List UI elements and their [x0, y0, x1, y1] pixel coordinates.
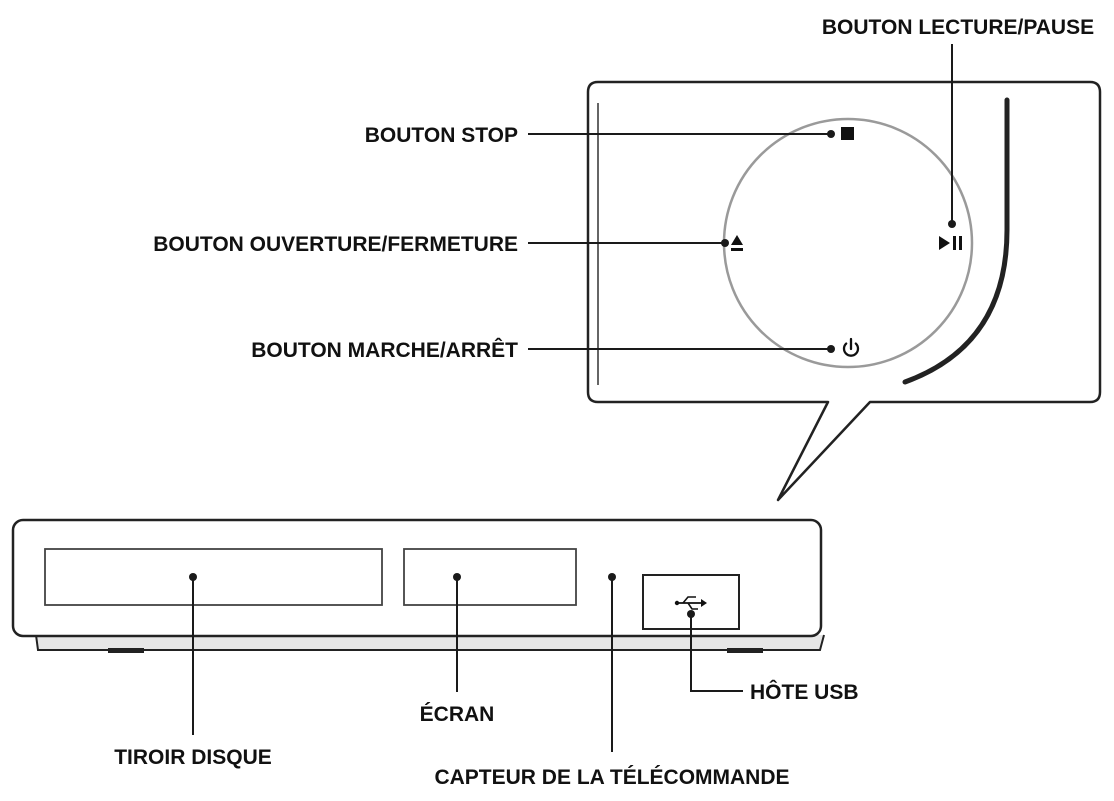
usb-host-label: HÔTE USB: [750, 680, 859, 704]
player-body: [11, 518, 825, 653]
stop-button-label: BOUTON STOP: [365, 124, 518, 147]
callout-bubble: [586, 80, 1102, 502]
power-icon[interactable]: [842, 337, 860, 357]
screen-label: ÉCRAN: [420, 703, 495, 726]
usb-icon: [674, 596, 707, 610]
disc-tray-label: TIROIR DISQUE: [114, 746, 272, 769]
play-pause-icon[interactable]: [939, 236, 962, 250]
play-pause-button-label: BOUTON LECTURE/PAUSE: [822, 16, 1094, 39]
remote-sensor-label: CAPTEUR DE LA TÉLÉCOMMANDE: [434, 766, 789, 789]
disc-tray[interactable]: [44, 548, 383, 606]
power-button-label: BOUTON MARCHE/ARRÊT: [251, 338, 518, 362]
leader-lines: [189, 44, 956, 752]
front-display: [403, 548, 577, 606]
open-close-button-label: BOUTON OUVERTURE/FERMETURE: [153, 233, 518, 256]
stop-icon[interactable]: [841, 127, 854, 140]
eject-icon[interactable]: [731, 235, 743, 251]
